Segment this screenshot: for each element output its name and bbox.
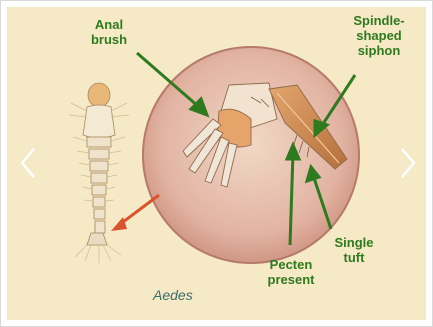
next-image-button[interactable] [393,141,423,185]
chevron-right-icon [400,147,416,179]
single-tuft-label: Single tuft [329,235,379,265]
spindle-shaped-siphon-label: Spindle- shaped siphon [343,13,415,58]
pecten-present-label: Pecten present [261,257,321,287]
genus-caption: Aedes [153,287,193,303]
previous-image-button[interactable] [13,141,43,185]
mosquito-larva-illustration: Anal brush Spindle- shaped siphon Pecten… [7,7,426,320]
larva-body [69,83,129,263]
chevron-left-icon [20,147,36,179]
magnification-arrow [111,195,159,231]
anal-brush-label: Anal brush [81,17,137,47]
